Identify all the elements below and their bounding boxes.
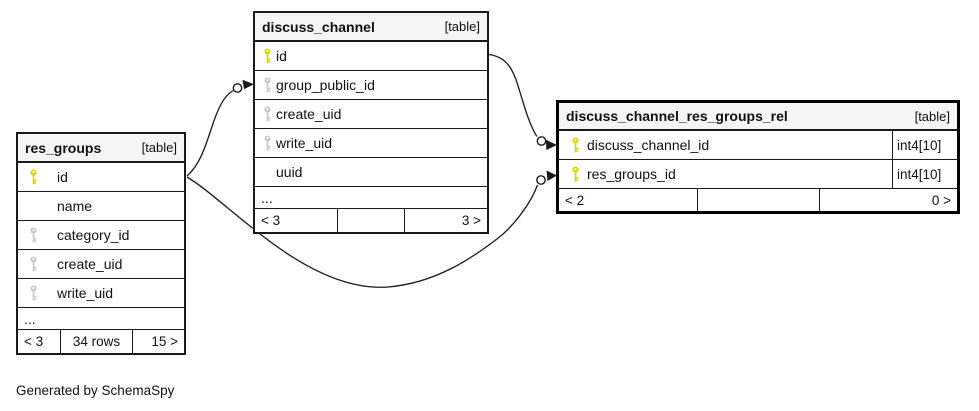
column-row-res-groups-id[interactable]: res_groups_id int4[10]	[559, 159, 957, 188]
footer-row-count: 34 rows	[60, 330, 133, 353]
table-discuss-channel[interactable]: discuss_channel [table] id group_public_…	[253, 11, 489, 234]
column-row-create-uid[interactable]: create_uid	[18, 249, 184, 278]
foreign-key-icon	[29, 227, 38, 244]
more-columns-indicator: ...	[255, 186, 487, 208]
foreign-key-icon	[263, 106, 272, 123]
column-row-category-id[interactable]: category_id	[18, 220, 184, 249]
column-row-create-uid[interactable]: create_uid	[255, 99, 487, 128]
column-name: write_uid	[57, 285, 114, 301]
foreign-key-icon	[263, 135, 272, 152]
column-row-id[interactable]: id	[18, 162, 184, 191]
column-row-write-uid[interactable]: write_uid	[255, 128, 487, 157]
column-name: create_uid	[276, 106, 342, 122]
column-row-discuss-channel-id[interactable]: discuss_channel_id int4[10]	[559, 130, 957, 159]
table-header[interactable]: res_groups [table]	[18, 134, 184, 162]
table-footer: < 3 34 rows 15 >	[18, 329, 184, 353]
table-header[interactable]: discuss_channel [table]	[255, 13, 487, 41]
relationship-line-resgroups-rel	[186, 176, 539, 288]
column-name: discuss_channel_id	[587, 137, 710, 153]
column-row-name[interactable]: name	[18, 191, 184, 220]
table-title[interactable]: discuss_channel	[262, 18, 375, 35]
column-row-id[interactable]: id	[255, 41, 487, 70]
column-name: write_uid	[276, 135, 333, 151]
column-name: res_groups_id	[587, 166, 676, 182]
table-type-badge: [table]	[914, 108, 950, 124]
primary-key-icon	[263, 48, 272, 65]
footer-children-count: 3 >	[461, 213, 481, 228]
column-row-uuid[interactable]: uuid	[255, 157, 487, 186]
footer-row-count	[337, 209, 405, 232]
table-type-badge: [table]	[141, 140, 177, 155]
column-row-group-public-id[interactable]: group_public_id	[255, 70, 487, 99]
relationship-line-resgroups-discusschannel	[186, 89, 234, 177]
table-discuss-channel-res-groups-rel[interactable]: discuss_channel_res_groups_rel [table] d…	[556, 100, 960, 214]
table-title[interactable]: discuss_channel_res_groups_rel	[566, 108, 788, 124]
footer-parents-count: < 3	[24, 334, 44, 349]
footer-parents-count: < 3	[261, 213, 281, 228]
primary-key-icon	[571, 137, 580, 154]
connector-circle-icon	[232, 83, 243, 93]
column-name: create_uid	[57, 256, 123, 272]
connector-circle-icon	[536, 175, 546, 185]
table-res-groups[interactable]: res_groups [table] id name category_id c…	[16, 132, 186, 355]
table-type-badge: [table]	[444, 19, 480, 34]
column-row-write-uid[interactable]: write_uid	[18, 278, 184, 307]
column-name: category_id	[57, 227, 130, 243]
primary-key-icon	[29, 169, 38, 186]
footer-parents-count: < 2	[565, 192, 585, 208]
foreign-key-icon	[29, 285, 38, 302]
relationship-line-discusschannel-rel	[488, 53, 538, 137]
more-columns-indicator: ...	[18, 307, 184, 329]
footer-children-count: 15 >	[151, 334, 178, 349]
connector-circle-icon	[536, 136, 547, 146]
connector-arrow-icon	[242, 79, 254, 90]
connector-arrow-icon	[546, 170, 557, 181]
table-header[interactable]: discuss_channel_res_groups_rel [table]	[559, 103, 957, 130]
column-name: id	[276, 48, 287, 64]
column-name: name	[57, 198, 93, 214]
table-footer: < 2 0 >	[559, 188, 957, 211]
column-name: group_public_id	[276, 77, 375, 93]
column-name: id	[57, 169, 68, 185]
table-title[interactable]: res_groups	[25, 139, 102, 156]
footer-children-count: 0 >	[931, 192, 951, 208]
column-type: int4[10]	[892, 131, 957, 159]
footer-row-count	[697, 189, 820, 211]
connector-arrow-icon	[546, 139, 557, 150]
foreign-key-icon	[29, 256, 38, 273]
column-name: uuid	[276, 164, 303, 180]
column-type: int4[10]	[892, 160, 957, 188]
generated-by-note: Generated by SchemaSpy	[16, 383, 175, 398]
foreign-key-icon	[263, 77, 272, 94]
table-footer: < 3 3 >	[255, 208, 487, 232]
primary-key-icon	[571, 166, 580, 183]
